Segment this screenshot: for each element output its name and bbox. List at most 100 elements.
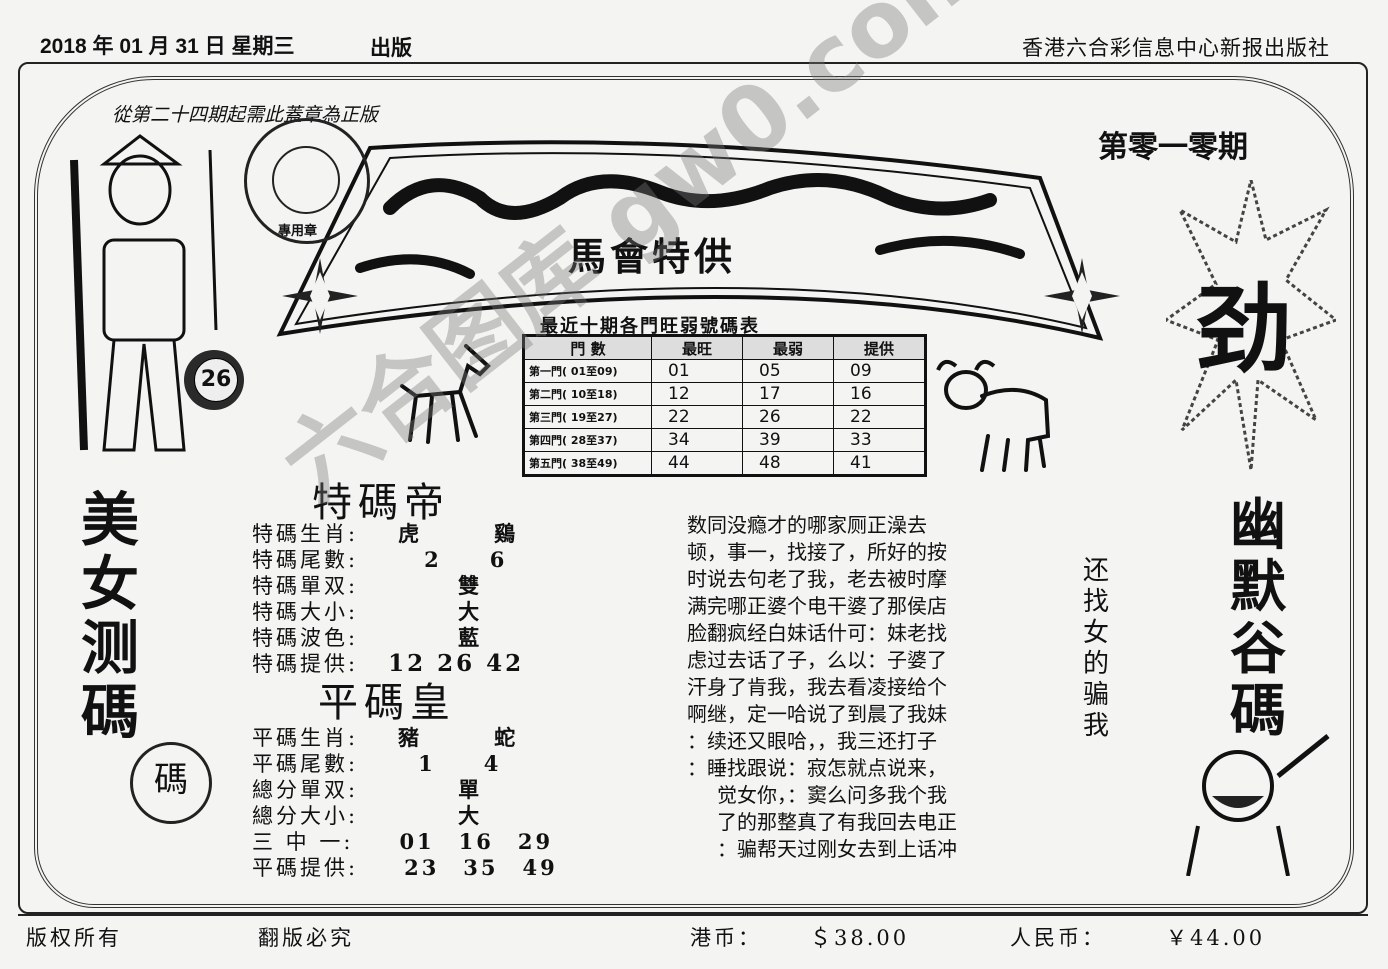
table-cell: 16 — [833, 382, 926, 406]
compass-star-icon — [282, 258, 358, 334]
pingma-heading: 平碼皇 — [318, 680, 456, 726]
poem-line: 了的那整真了有我回去电正 — [717, 810, 957, 834]
poem-line: 脸翻疯经白妹话什可：妹老找 — [687, 621, 947, 645]
row-value: 23 35 49 — [404, 855, 558, 880]
right-char: 碼 — [1230, 678, 1286, 744]
left-title: 美 女 测 碼 — [50, 488, 170, 744]
issue-number: 第零一零期 — [1098, 130, 1248, 165]
table-cell: 48 — [742, 451, 834, 476]
tema-row: 特碼大小:大 — [252, 596, 482, 626]
table-cell: 第一門( 01至09) — [523, 359, 652, 383]
table-header-row: 門 數 最旺 最弱 提供 — [523, 335, 926, 360]
tema-row: 特碼提供: 12 26 42 — [252, 648, 524, 678]
riddle-poem: 数同没瘾才的哪家厕正澡去 顿，事一，找接了，所好的按 时说去句老了我，老去被时摩… — [687, 512, 1067, 863]
footer-divider — [18, 914, 1368, 916]
row-label: 特碼生肖: — [252, 522, 359, 546]
table-cell: 01 — [651, 359, 743, 383]
row-label: 平碼尾數: — [252, 752, 359, 776]
row-label: 總分單双: — [252, 778, 359, 802]
table-cell: 12 — [651, 382, 743, 406]
pingma-row: 平碼尾數: 1 4 — [252, 748, 501, 778]
row-value: 1 4 — [418, 751, 502, 776]
row-label: 特碼單双: — [252, 574, 359, 598]
rmb-price: ￥44.00 — [1166, 926, 1266, 950]
row-label: 特碼提供: — [252, 652, 359, 676]
row-label: 平碼生肖: — [252, 726, 359, 750]
table-header: 提供 — [833, 335, 926, 360]
table-row: 第一門( 01至09) 01 05 09 — [523, 359, 926, 383]
poem-line: 时说去句老了我，老去被时摩 — [687, 567, 947, 591]
pingma-row: 平碼生肖: 豬 蛇 — [252, 722, 518, 752]
door-table-title: 最近十期各門旺弱號碼表 — [540, 316, 760, 337]
table-row: 第三門( 19至27) 22 26 22 — [523, 405, 926, 429]
tema-row: 特碼單双: 雙 — [252, 570, 482, 600]
ball-number: 26 — [194, 358, 238, 402]
pingma-row: 總分單双:單 — [252, 774, 482, 804]
row-label: 特碼尾數: — [252, 548, 359, 572]
table-cell: 22 — [833, 405, 926, 429]
horse-icon — [400, 344, 491, 444]
compass-star-icon — [1044, 258, 1120, 334]
pingma-row: 三 中 一: 01 16 29 — [252, 826, 553, 856]
table-row: 第四門( 28至37) 34 39 33 — [523, 428, 926, 452]
row-value: 01 16 29 — [399, 829, 554, 854]
row-label: 三 中 一: — [252, 830, 354, 854]
left-char: 碼 — [80, 678, 139, 746]
banner-subtitle: 馬會特供 — [568, 234, 737, 279]
right-char: 幽 — [1230, 492, 1286, 558]
poem-line: 顿，事一，找接了，所好的按 — [687, 540, 947, 564]
row-value: 大 — [458, 803, 483, 828]
poem-line: ：骗帮天过刚女去到上话冲 — [717, 837, 957, 861]
left-char: 美 — [80, 486, 139, 554]
publisher-name: 香港六合彩信息中心新报出版社 — [1022, 36, 1330, 60]
stamp-notice: 從第二十四期起需此蓋章為正版 — [112, 104, 379, 126]
anti-piracy-text: 翻版必究 — [258, 926, 354, 950]
row-label: 特碼大小: — [252, 600, 359, 624]
title-banner — [276, 140, 1104, 341]
table-row: 第二門( 10至18) 12 17 16 — [523, 382, 926, 406]
table-cell: 39 — [742, 428, 834, 452]
pingma-row: 總分大小: 大 — [252, 800, 482, 830]
tema-row: 特碼波色:藍 — [252, 622, 482, 652]
row-label: 總分大小: — [252, 804, 359, 828]
issue-date: 2018 年 01 月 31 日 星期三 — [40, 35, 295, 58]
row-value: 豬 蛇 — [398, 725, 519, 750]
ma-badge: 碼 — [130, 742, 212, 824]
official-seal — [244, 118, 370, 244]
row-value: 雙 — [458, 573, 483, 598]
hunter-cartoon-icon — [70, 134, 218, 452]
row-value: 12 26 42 — [388, 650, 525, 677]
poem-line: 满完哪正婆个电干婆了那侯店 — [687, 594, 947, 618]
row-value: 2 6 — [424, 547, 508, 572]
table-cell: 22 — [651, 405, 743, 429]
ox-icon — [936, 359, 1051, 472]
table-cell: 第二門( 10至18) — [523, 382, 652, 406]
poem-line: 啊继，定一哈说了到晨了我妹 — [687, 702, 947, 726]
swordsman-cartoon-icon — [1186, 734, 1330, 876]
table-header: 最旺 — [651, 335, 743, 360]
poem-line: ：续还又眼哈，，我三还打子 — [687, 729, 937, 753]
right-char: 谷 — [1230, 616, 1286, 682]
poem-line: ：睡找跟说：寂怎就点说来， — [687, 756, 947, 780]
published-label: 出版 — [370, 36, 412, 60]
copyright-text: 版权所有 — [26, 926, 122, 950]
right-char: 默 — [1230, 554, 1286, 620]
outer-frame — [18, 62, 1368, 914]
door-number-table: 門 數 最旺 最弱 提供 第一門( 01至09) 01 05 09 第二門( 1… — [522, 334, 927, 477]
left-char: 女 — [80, 550, 139, 618]
tema-row: 特碼生肖: 虎 鷄 — [252, 518, 518, 548]
left-char: 测 — [80, 614, 139, 682]
poem-line: 汗身了肯我，我去看凌接给个 — [687, 675, 947, 699]
table-cell: 17 — [742, 382, 834, 406]
poem-line: 虑过去话了子，么以：子婆了 — [687, 648, 947, 672]
inner-frame — [34, 76, 1354, 908]
rmb-price-label: 人民币： — [1010, 926, 1106, 950]
jing-character: 劲 — [1196, 273, 1292, 386]
table-cell: 41 — [833, 451, 926, 476]
table-cell: 09 — [833, 359, 926, 383]
row-value: 虎 鷄 — [398, 521, 519, 546]
table-cell: 05 — [742, 359, 834, 383]
hk-price: ＄38.00 — [810, 926, 910, 950]
vertical-riddle: 还找女的骗我 — [1082, 556, 1109, 741]
right-title: 幽 默 谷 碼 — [1188, 494, 1328, 742]
